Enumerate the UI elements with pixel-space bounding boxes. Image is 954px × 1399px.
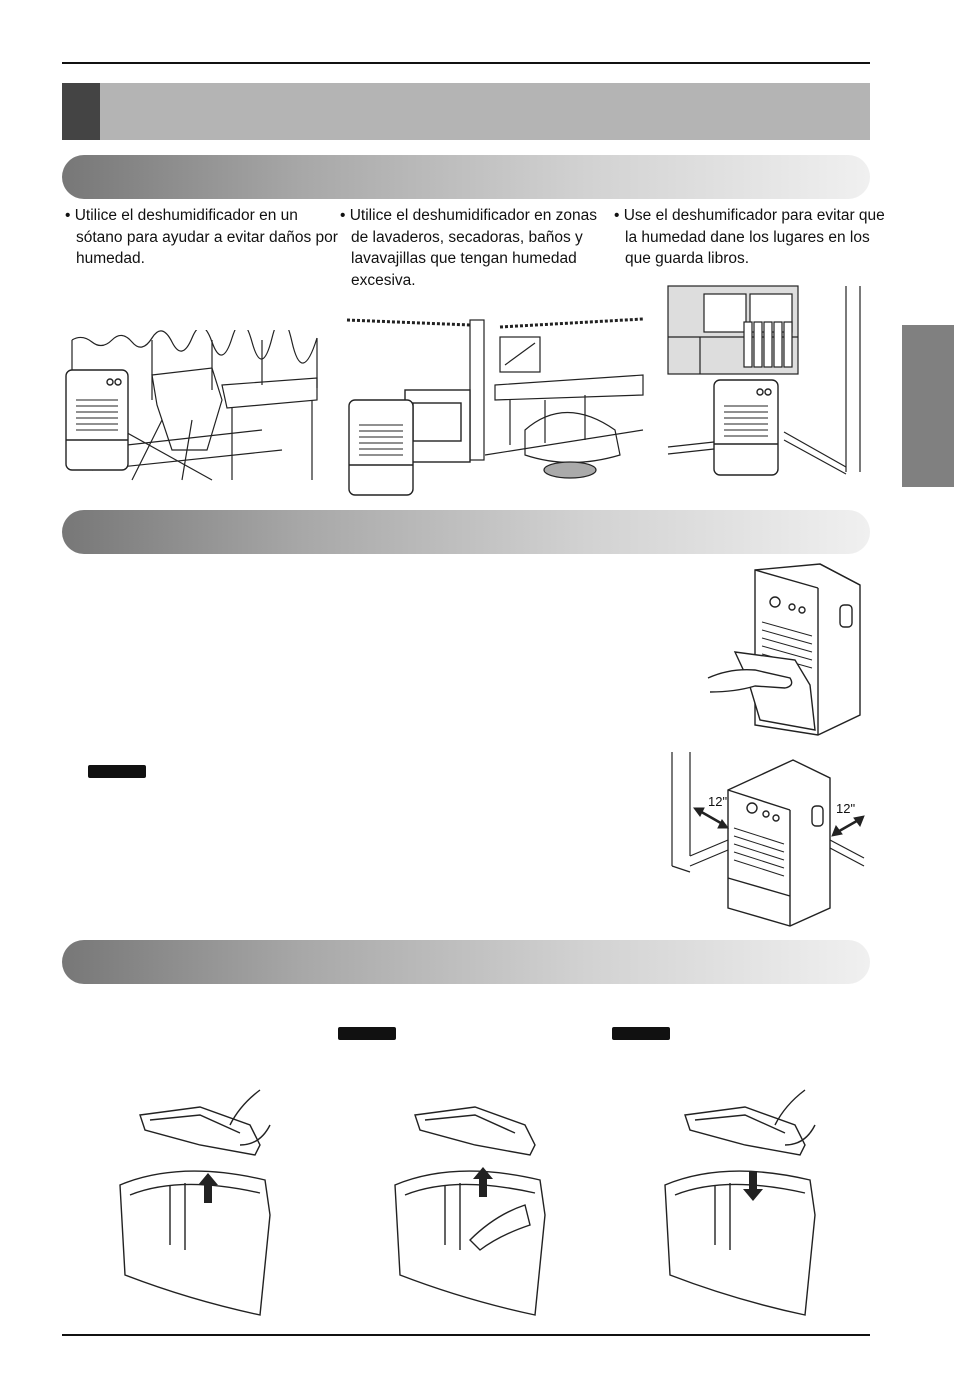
dehumidifier-bucket-illustration [700, 560, 865, 740]
section-bar-instalacion [62, 510, 870, 554]
bucket-step-2-illustration [385, 1085, 565, 1320]
bullet-libros: • Use el deshumificador para evitar que … [614, 207, 885, 267]
top-rule [62, 62, 870, 64]
bullet-sotano: • Utilice el deshumidificador en un sóta… [65, 207, 338, 267]
page-title-bar [62, 83, 870, 140]
section-bar-uso [62, 155, 870, 199]
clearance-right-label: 12" [836, 801, 856, 816]
kitchen-illustration [345, 315, 645, 500]
basement-illustration [62, 330, 324, 485]
bookshelf-illustration [664, 282, 869, 482]
note-tag-paso-3 [612, 1027, 670, 1040]
chapter-tab [902, 325, 954, 487]
note-tag-paso-2 [338, 1027, 396, 1040]
title-bar-block [62, 83, 100, 140]
section-bar-cubeta [62, 940, 870, 984]
note-tag-instalacion [88, 765, 146, 778]
clearance-left-label: 12" [708, 794, 728, 809]
bucket-step-1-illustration [110, 1085, 290, 1320]
bullet-lavaderos: • Utilice el deshumidificador en zonas d… [340, 207, 597, 289]
bottom-rule [62, 1334, 870, 1336]
dehumidifier-clearance-illustration [668, 748, 868, 928]
bucket-step-3-illustration [655, 1085, 835, 1320]
